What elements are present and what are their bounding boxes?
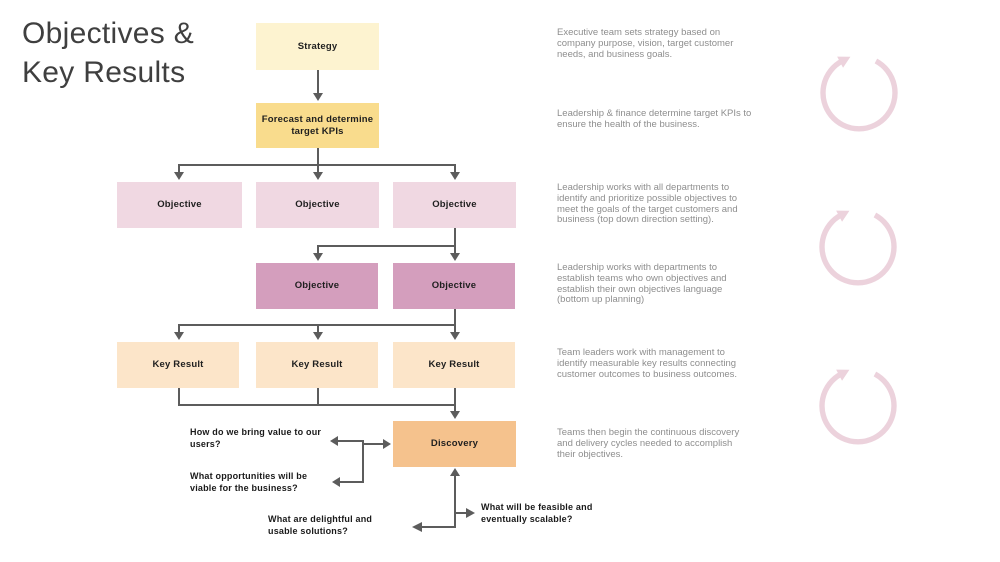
flow-box-key-result-3: Key Result — [393, 342, 515, 388]
flow-box-key-result-1: Key Result — [117, 342, 239, 388]
arrowhead-down — [174, 172, 184, 180]
annotation-strategy: Executive team sets strategy based on co… — [557, 27, 734, 60]
flow-box-team-objective-1: Objective — [256, 263, 378, 309]
arrowhead-left — [412, 522, 422, 532]
flow-box-label: Strategy — [297, 40, 338, 52]
flow-box-label: Objective — [294, 280, 340, 291]
arrowhead-left — [332, 477, 340, 487]
question-feasible-scalable: What will be feasible and eventually sca… — [481, 502, 593, 524]
arrowhead-up — [450, 468, 460, 476]
annotation-discovery-cycles: Teams then begin the continuous discover… — [557, 427, 740, 460]
page-title: Objectives & Key Results — [22, 17, 194, 89]
arrowhead-left — [330, 436, 338, 446]
cycle-arrow-icon — [820, 56, 898, 132]
flow-box-objective-2: Objective — [256, 182, 379, 228]
cycle-arrow-icon — [819, 369, 897, 445]
flow-box-label: Objective — [295, 199, 340, 210]
flow-box-label: Objective — [431, 280, 477, 291]
flow-box-forecast-kpis: Forecast and determine target KPIs — [256, 103, 379, 148]
arrowhead-down — [450, 332, 460, 340]
flow-box-label: Key Result — [428, 359, 480, 370]
question-bring-value: How do we bring value to our users? — [190, 427, 322, 449]
flow-box-label: Forecast and determine target KPIs — [261, 113, 374, 137]
annotation-key-results: Team leaders work with management to ide… — [557, 347, 738, 380]
arrowhead-right — [383, 439, 391, 449]
annotation-objectives-bottom-up: Leadership works with departments to est… — [557, 262, 727, 306]
cycle-arrow-icon — [819, 210, 897, 286]
flow-box-strategy: Strategy — [256, 23, 379, 70]
arrowhead-down — [313, 332, 323, 340]
flow-box-label: Key Result — [152, 359, 204, 370]
flow-box-team-objective-2: Objective — [393, 263, 515, 309]
arrowhead-down — [174, 332, 184, 340]
flow-box-label: Objective — [157, 199, 202, 210]
annotation-forecast: Leadership & finance determine target KP… — [557, 108, 752, 130]
arrowhead-down — [313, 253, 323, 261]
arrowhead-down — [450, 411, 460, 419]
arrowhead-down — [450, 253, 460, 261]
flow-box-label: Discovery — [430, 438, 479, 449]
annotation-objectives-top-down: Leadership works with all departments to… — [557, 182, 738, 226]
arrowhead-right — [466, 508, 475, 518]
question-opportunities-viable: What opportunities will be viable for th… — [190, 471, 308, 493]
flow-box-key-result-2: Key Result — [256, 342, 378, 388]
flow-box-label: Key Result — [291, 359, 343, 370]
flow-box-objective-3: Objective — [393, 182, 516, 228]
arrowhead-down — [313, 93, 323, 101]
flow-box-objective-1: Objective — [117, 182, 242, 228]
arrowhead-down — [313, 172, 323, 180]
flow-box-label: Objective — [432, 199, 477, 210]
question-delightful-solutions: What are delightful and usable solutions… — [268, 514, 373, 536]
flow-box-discovery: Discovery — [393, 421, 516, 467]
arrowhead-down — [450, 172, 460, 180]
